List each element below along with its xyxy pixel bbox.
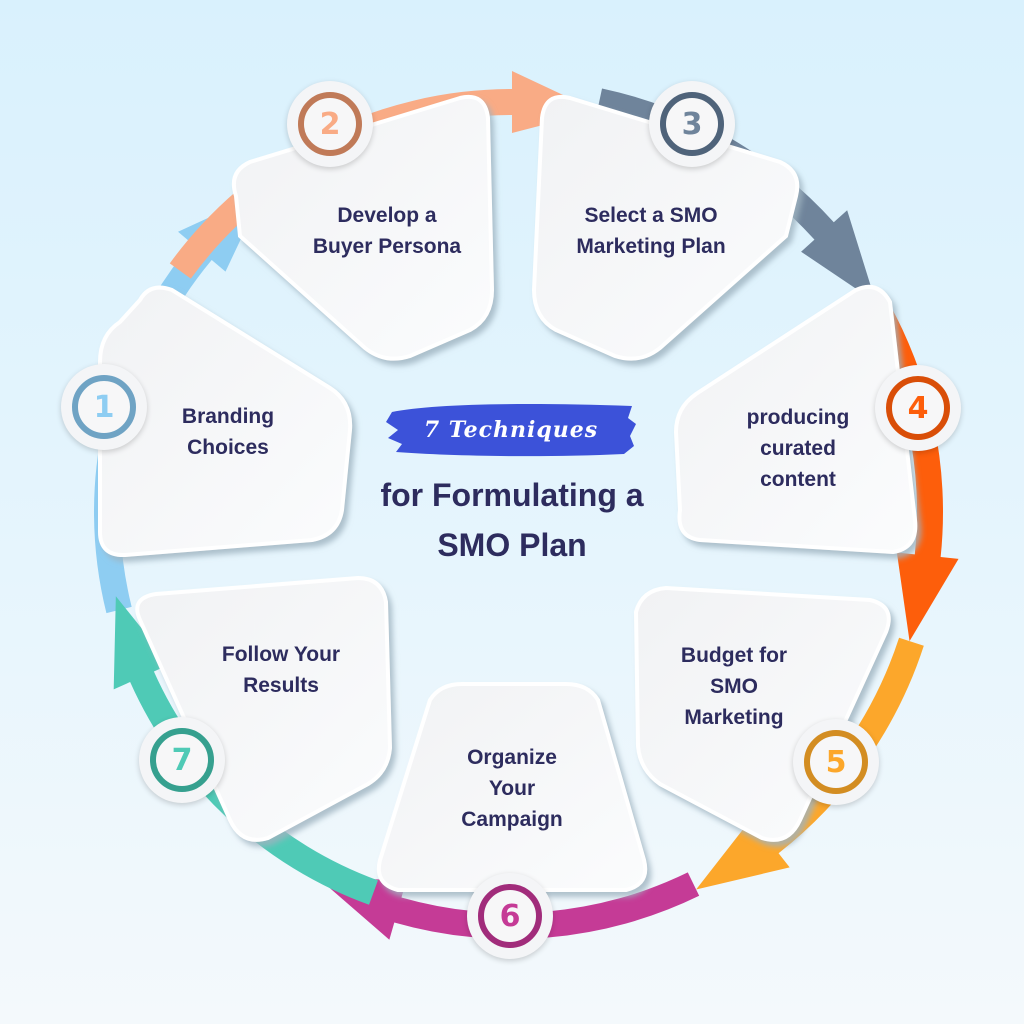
arrow-arc-step-6	[317, 872, 700, 940]
title-line-2: SMO Plan	[437, 527, 587, 563]
step-number-badge-5: 5	[793, 719, 879, 805]
step-number-badge-2: 2	[287, 81, 373, 167]
step-number-2: 2	[298, 92, 362, 156]
step-label-7: Follow Your Results	[221, 643, 341, 697]
step-card-1	[98, 285, 353, 558]
title-line-1: for Formulating a	[380, 477, 644, 513]
step-number-5: 5	[804, 730, 868, 794]
step-label-1: Branding Choices	[181, 405, 275, 459]
step-cards	[98, 95, 918, 892]
step-card-3	[531, 95, 800, 361]
step-card-6	[376, 682, 648, 892]
step-label-6: Organize Your Campaign	[461, 745, 563, 831]
step-number-4: 4	[886, 376, 950, 440]
step-number-7: 7	[150, 728, 214, 792]
arrow-arc-step-4	[862, 296, 959, 642]
step-label-4: producing curated content	[746, 405, 850, 491]
banner-label: 7 Techniques	[423, 417, 599, 443]
step-number-badge-3: 3	[649, 81, 735, 167]
step-number-1: 1	[72, 375, 136, 439]
step-card-2	[231, 95, 495, 361]
arrow-arc-step-3	[596, 88, 876, 302]
step-number-badge-1: 1	[61, 364, 147, 450]
step-number-3: 3	[660, 92, 724, 156]
step-label-5: Budget for SMO Marketing	[680, 643, 788, 729]
step-number-badge-7: 7	[139, 717, 225, 803]
step-number-badge-4: 4	[875, 365, 961, 451]
banner-brush-stroke	[386, 404, 636, 457]
step-label-3: Select a SMO Marketing Plan	[576, 204, 726, 258]
step-label-2: Develop a Buyer Persona	[312, 204, 462, 258]
step-number-6: 6	[478, 884, 542, 948]
arrow-arc-step-7	[113, 596, 378, 905]
arrow-arc-step-2	[169, 71, 598, 279]
step-card-4	[673, 285, 918, 555]
step-card-7	[135, 575, 393, 842]
step-card-5	[633, 585, 891, 842]
step-number-badge-6: 6	[467, 873, 553, 959]
